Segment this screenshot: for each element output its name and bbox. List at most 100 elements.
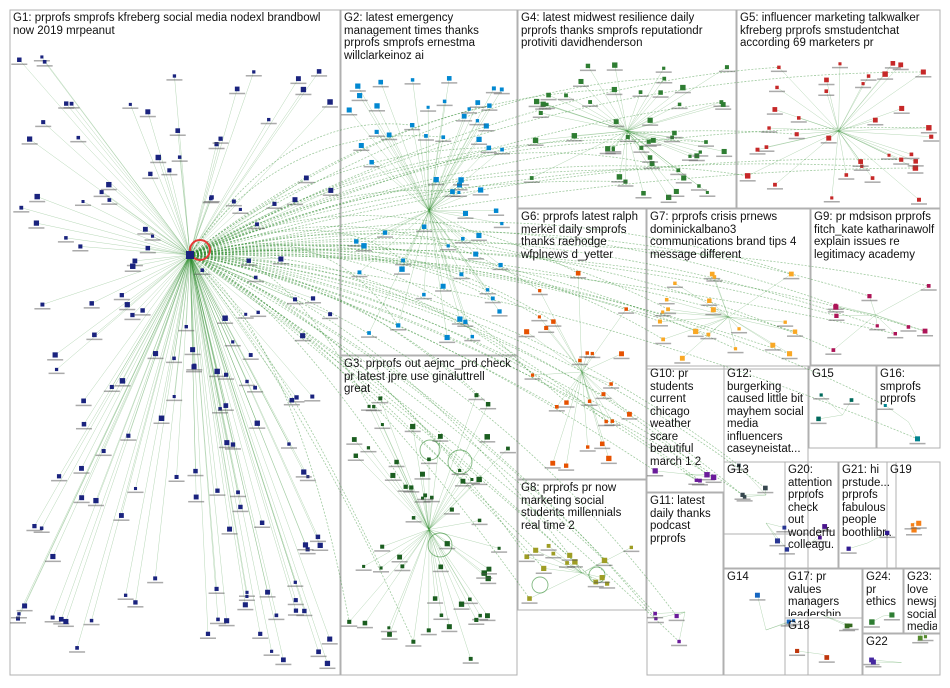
node-g4[interactable] [540,101,546,107]
node-g8[interactable] [533,547,539,553]
node-g1[interactable] [245,379,249,384]
node-g1[interactable] [253,275,258,280]
node-g12[interactable] [737,463,741,468]
node-g1[interactable] [274,613,279,618]
node-g1[interactable] [245,590,249,594]
node-g7[interactable] [787,351,793,357]
node-g6[interactable] [606,455,612,462]
node-g2[interactable] [358,143,364,149]
node-g1[interactable] [209,195,214,200]
node-g1[interactable] [158,415,165,421]
node-g3[interactable] [378,396,383,401]
node-g6[interactable] [530,373,535,377]
node-g1[interactable] [63,618,69,625]
node-g1[interactable] [109,384,114,390]
node-g4[interactable] [647,117,653,123]
node-g4[interactable] [681,175,687,181]
node-g4[interactable] [673,188,679,195]
node-g2[interactable] [374,129,379,134]
node-g1[interactable] [193,494,199,500]
node-g3[interactable] [351,437,357,442]
node-g3[interactable] [387,626,391,630]
node-g2[interactable] [367,331,371,335]
node-g6[interactable] [563,463,569,468]
node-g7[interactable] [710,307,716,313]
node-g3[interactable] [403,484,408,489]
node-g2[interactable] [378,79,384,85]
node-g4[interactable] [698,150,702,154]
node-g6[interactable] [578,358,582,363]
node-g2[interactable] [410,122,415,128]
node-g3[interactable] [411,516,416,520]
node-g2[interactable] [422,292,426,297]
node-g4[interactable] [672,130,677,136]
node-g2[interactable] [399,266,405,272]
node-g1[interactable] [42,59,47,64]
node-g4[interactable] [697,184,701,188]
node-g2[interactable] [470,334,475,339]
node-g10[interactable] [710,474,717,481]
node-g2[interactable] [386,132,392,138]
node-g1[interactable] [184,324,188,329]
node-g2[interactable] [476,136,482,142]
node-g1[interactable] [315,534,321,540]
node-g19[interactable] [911,527,917,533]
node-g5[interactable] [882,71,888,77]
node-g1[interactable] [224,440,230,446]
node-g1[interactable] [215,488,220,493]
node-g5[interactable] [913,159,918,164]
node-g4[interactable] [564,93,568,98]
node-g5[interactable] [772,107,778,112]
node-g3[interactable] [400,564,405,569]
node-g6[interactable] [604,419,608,424]
node-g5[interactable] [767,126,771,130]
node-g2[interactable] [440,283,446,289]
node-g17[interactable] [844,623,850,629]
node-g1[interactable] [40,55,44,59]
node-g11[interactable] [674,613,679,619]
node-g1[interactable] [316,69,322,74]
node-g3[interactable] [426,628,431,633]
node-g1[interactable] [69,101,74,106]
node-g4[interactable] [704,140,708,144]
node-g5[interactable] [890,61,896,66]
node-g5[interactable] [929,134,934,139]
node-g6[interactable] [590,351,594,356]
node-g5[interactable] [764,145,769,149]
node-g4[interactable] [720,102,726,107]
node-g6[interactable] [601,392,606,397]
node-g2[interactable] [483,123,489,129]
node-g2[interactable] [346,107,352,113]
node-g4[interactable] [612,62,618,68]
node-g3[interactable] [446,624,452,630]
node-g3[interactable] [438,564,444,570]
node-g1[interactable] [300,333,306,339]
node-g3[interactable] [474,617,479,622]
node-g1[interactable] [16,616,21,621]
node-g8[interactable] [565,561,569,565]
node-g3[interactable] [458,468,462,473]
node-g1[interactable] [177,155,182,159]
node-g5[interactable] [796,116,801,120]
node-g1[interactable] [54,367,59,372]
node-g1[interactable] [89,301,94,306]
node-g5[interactable] [830,196,834,200]
node-g1[interactable] [107,198,112,202]
node-g15[interactable] [849,398,854,402]
node-g3[interactable] [485,401,491,407]
node-g2[interactable] [357,93,363,99]
node-g1[interactable] [172,74,177,78]
node-g1[interactable] [214,142,219,147]
node-g1[interactable] [172,394,176,399]
node-g1[interactable] [130,312,135,318]
node-g1[interactable] [78,244,83,249]
node-g1[interactable] [289,397,295,403]
node-g4[interactable] [650,137,656,143]
node-g3[interactable] [423,493,428,498]
node-g4[interactable] [705,190,709,194]
node-g7[interactable] [666,307,670,312]
node-g3[interactable] [437,434,443,439]
node-g1[interactable] [267,117,271,122]
node-g2[interactable] [369,159,374,165]
node-g1[interactable] [293,608,299,613]
